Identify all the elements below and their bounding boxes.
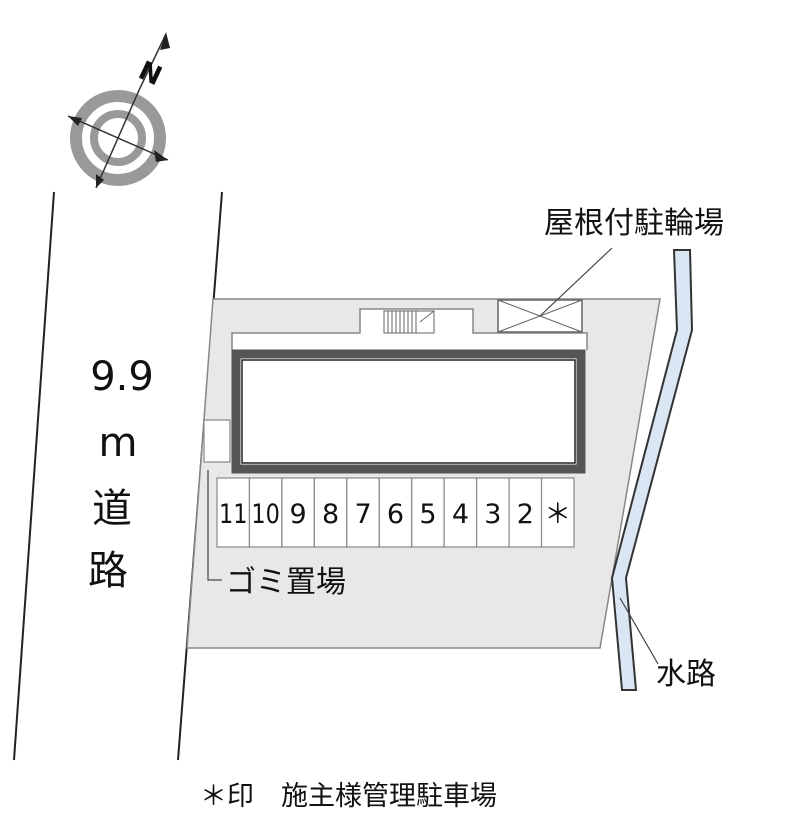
parking-stall: [540, 477, 575, 548]
parking-stall: [248, 477, 283, 548]
road-width-value: 9.9: [90, 354, 154, 400]
parking-stall-number: 8: [322, 499, 339, 530]
building-inner-line: [241, 359, 576, 464]
parking-stall: [346, 477, 380, 548]
parking-stall: [411, 477, 445, 548]
parking-stall: [281, 477, 315, 548]
stairs-icon: [383, 310, 435, 334]
parking-stall-number: 6: [387, 499, 404, 530]
garbage-area-leader: [207, 470, 222, 581]
parking-stall: [378, 477, 413, 548]
road-width-unit: m: [99, 420, 138, 466]
garbage-structure: [203, 419, 231, 463]
bicycle-parking-label: 屋根付駐輪場: [544, 206, 724, 241]
parking-stall-number: 7: [354, 499, 371, 530]
parking-stall-number: 10: [251, 499, 280, 530]
parking-stall-number: 5: [419, 499, 436, 530]
footnote: ＊印 施主様管理駐車場: [200, 781, 497, 812]
parking-stall: [508, 477, 543, 548]
parking-stall-number: ＊: [544, 499, 571, 530]
building: [231, 349, 586, 474]
garbage-area-label: ゴミ置場: [226, 565, 346, 600]
parking-stall-number: 3: [484, 499, 501, 530]
waterway-leader: [619, 597, 659, 665]
parking-stall: [313, 477, 348, 548]
waterway: [610, 249, 694, 691]
parking-stall-number: 9: [290, 499, 307, 530]
north-label: N: [134, 56, 166, 92]
parking-stall: [476, 477, 510, 548]
road-name-char-1: 道: [92, 486, 132, 532]
waterway-label: 水路: [656, 657, 716, 692]
parking-stall-number: 2: [517, 499, 534, 530]
bicycle-parking-leader: [539, 247, 613, 317]
bicycle-parking-area: [497, 299, 583, 333]
road-name-char-2: 路: [88, 548, 128, 594]
compass-rose-icon: N: [67, 32, 170, 189]
parking-stall: [216, 477, 251, 548]
parking-stall-number: 11: [219, 499, 248, 530]
parking-stall-number: 4: [452, 499, 469, 530]
parking-stall: [443, 477, 478, 548]
road-edge-left: [13, 191, 55, 761]
